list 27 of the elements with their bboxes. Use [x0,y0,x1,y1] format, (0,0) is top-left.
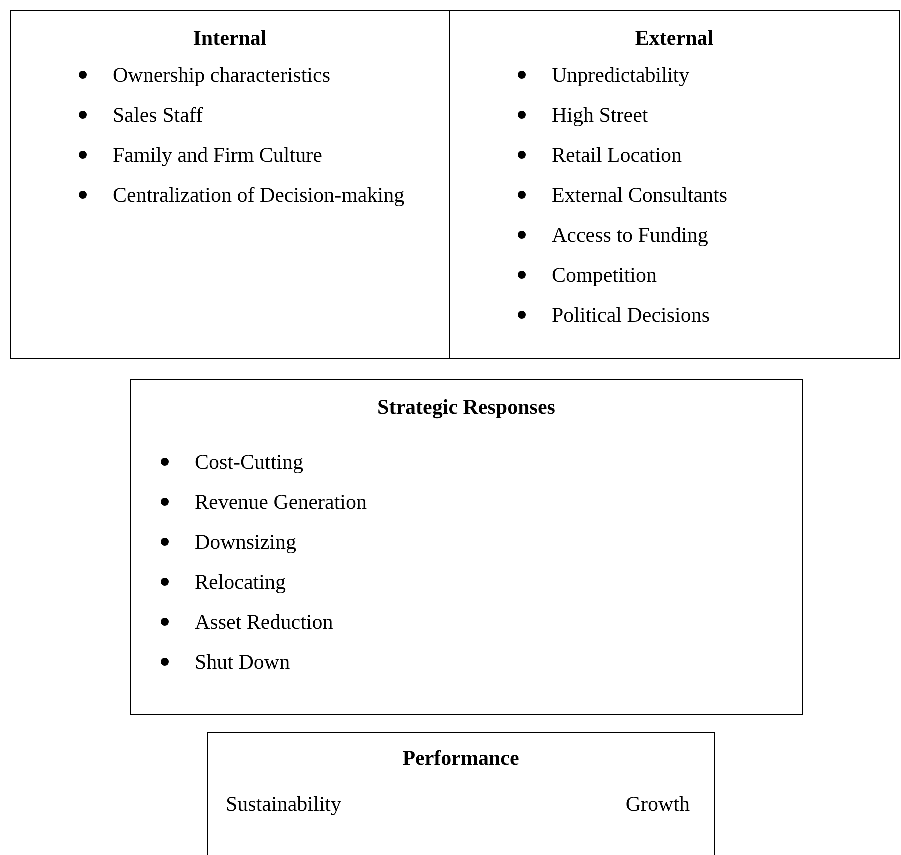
text-box [130,379,803,715]
text-box [449,10,900,359]
list-item: Downsizing [195,529,296,556]
text-box [207,732,715,855]
list-item: Ownership characteristics [113,62,330,89]
box-heading: Internal [192,25,268,51]
list-item: External Consultants [552,182,728,209]
list-item: Asset Reduction [195,609,334,636]
list-item: Sales Staff [113,102,204,129]
list-item: Access to Funding [552,222,708,249]
box-heading: Performance [402,745,520,771]
item-text: Growth [626,791,690,818]
list-item: Political Decisions [552,302,710,329]
list-item: Competition [552,262,657,289]
list-item: Centralization of Decision-making [113,182,405,209]
list-item: Retail Location [552,142,682,169]
box-heading: Strategic Responses [376,394,556,420]
list-item: Relocating [195,569,286,596]
list-item: Unpredictability [552,62,690,89]
list-item: Revenue Generation [195,489,368,516]
list-item: Shut Down [195,649,290,676]
list-item: High Street [552,102,648,129]
list-item: Family and Firm Culture [113,142,322,169]
item-text: Sustainability [226,791,342,818]
text-box [10,10,450,359]
box-heading: External [634,25,715,51]
list-item: Cost-Cutting [195,449,304,476]
